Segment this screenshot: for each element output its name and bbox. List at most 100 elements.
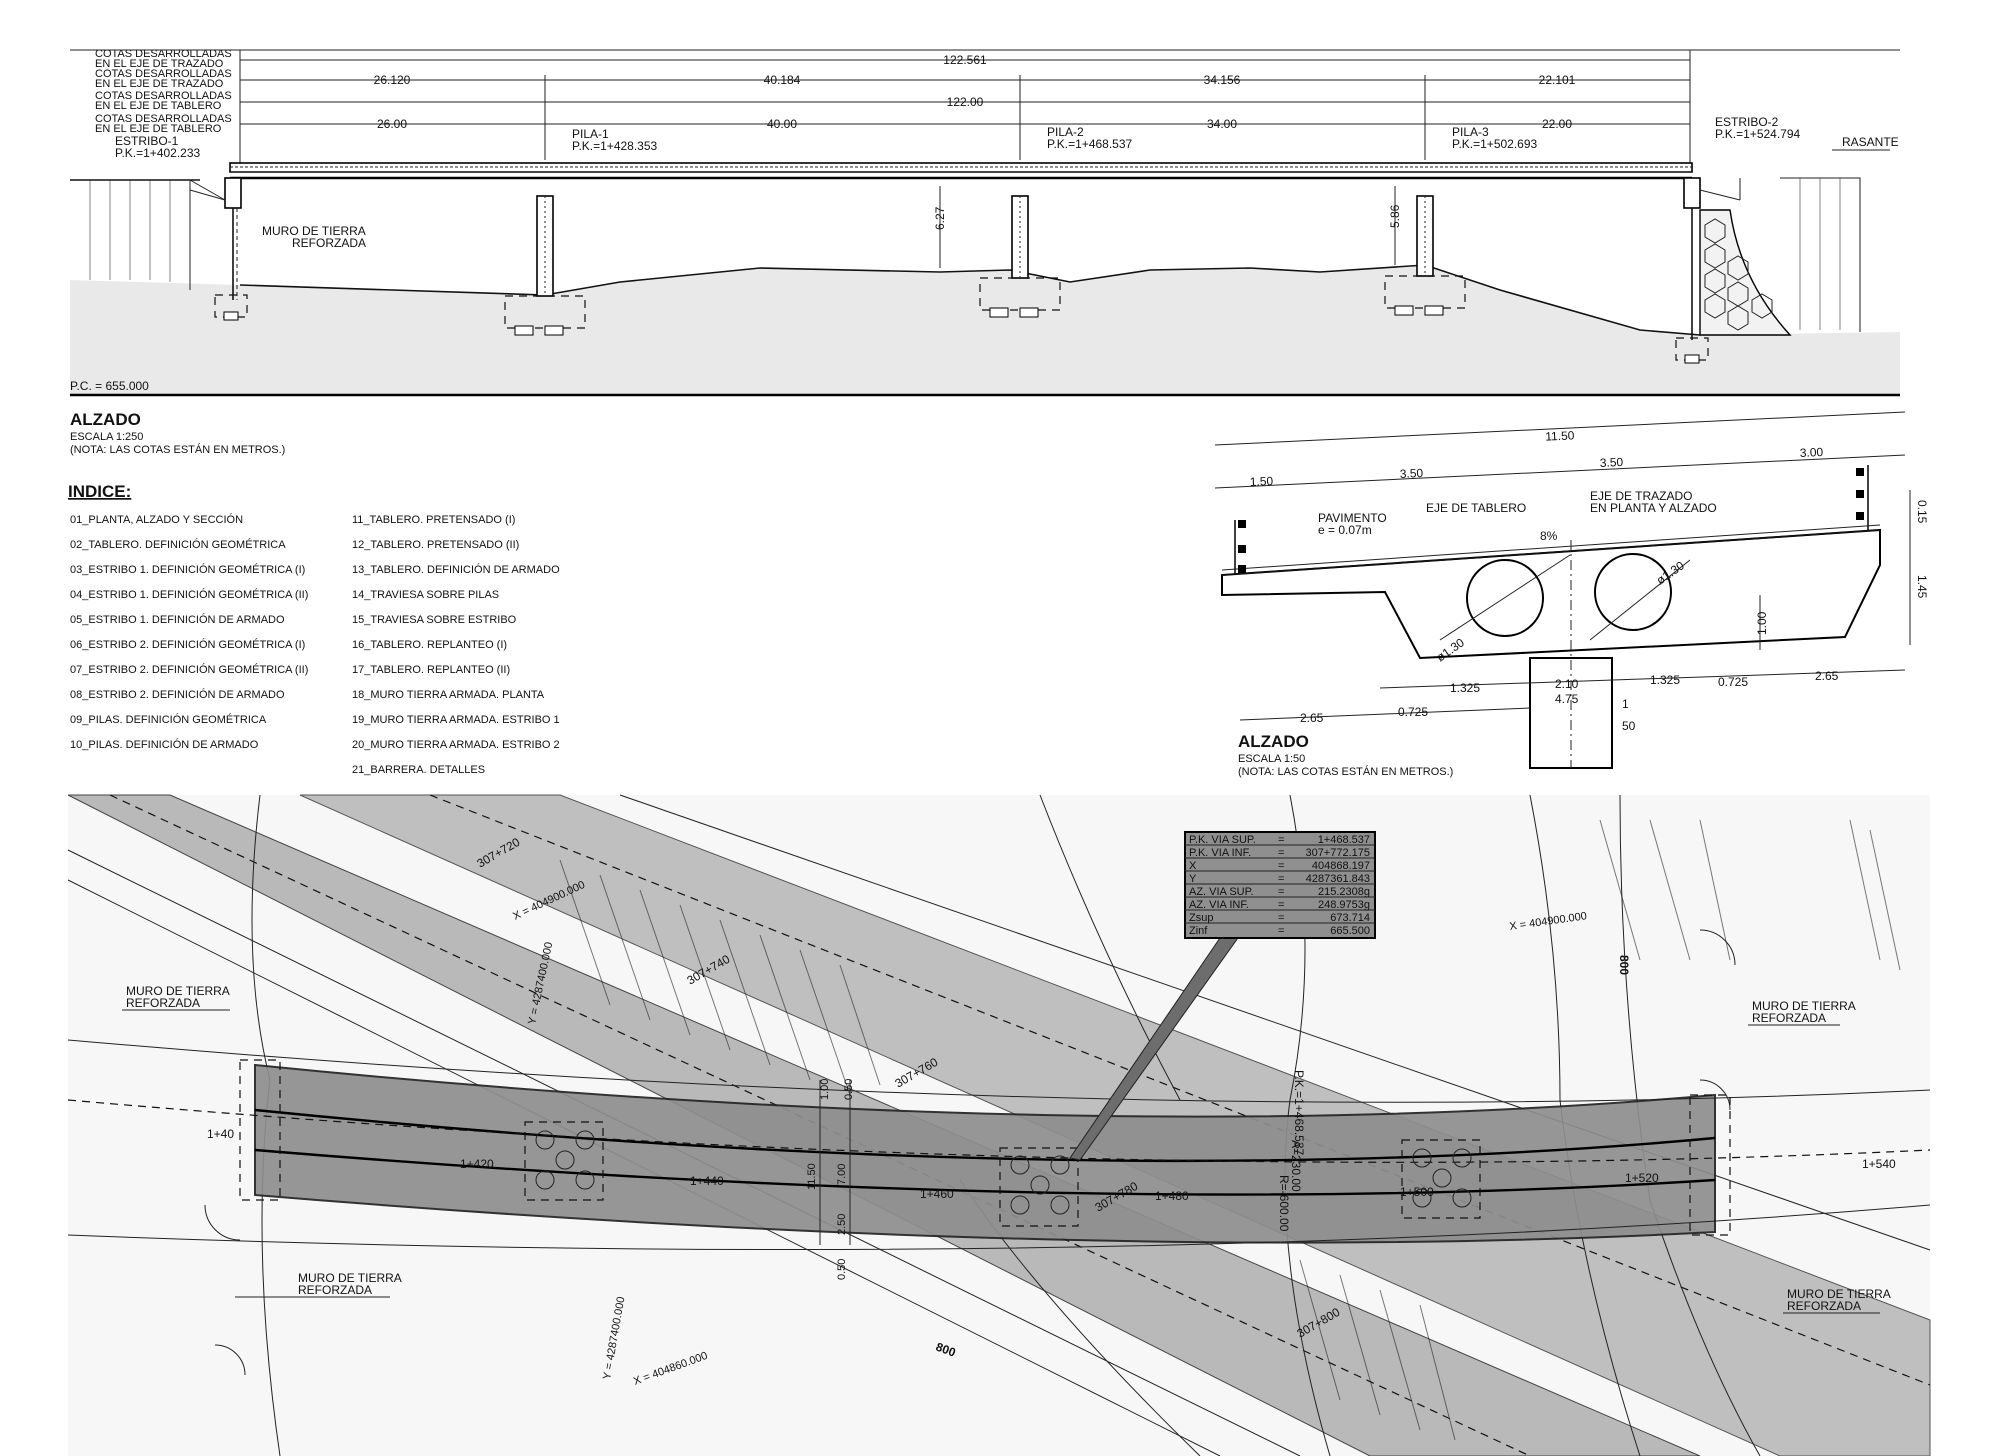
section-bottom-dim: 1.325 — [1450, 681, 1480, 695]
dim-label-line: EN EL EJE DE TRAZADO — [95, 58, 224, 70]
slope-hatch — [559, 819, 1901, 1441]
dim-span-trazado: 34.156 — [1204, 73, 1241, 87]
dim-label-line: COTAS DESARROLLADAS — [95, 68, 232, 80]
slope-label: 8% — [1540, 529, 1558, 543]
deck-station: 1+440 — [690, 1174, 724, 1188]
info-key: AZ. VIA SUP. — [1189, 886, 1254, 898]
pile-dim: 50 — [1622, 719, 1636, 733]
support-name: ESTRIBO-1 — [115, 134, 179, 148]
deck-station: 1+420 — [460, 1157, 494, 1171]
elevation-view: COTAS DESARROLLADAS EN EL EJE DE TRAZADO… — [70, 48, 1900, 456]
info-key: Zinf — [1189, 925, 1208, 937]
info-value: 1+468.537 — [1318, 834, 1370, 846]
section-dim-part: 3.50 — [1399, 466, 1423, 481]
index-item: 16_TABLERO. REPLANTEO (I) — [352, 639, 507, 651]
support-pk: P.K.=1+524.794 — [1715, 127, 1801, 141]
dim-line — [1214, 411, 1906, 446]
support-pk: P.K.=1+428.353 — [572, 139, 658, 153]
index-item: 21_BARRERA. DETALLES — [352, 764, 485, 776]
index-item: 13_TABLERO. DEFINICIÓN DE ARMADO — [352, 563, 560, 576]
deck-centerline — [67, 1099, 1931, 1163]
section-bottom-dim: 1.325 — [1650, 673, 1680, 687]
section-bottom-dim: 2.65 — [1815, 669, 1839, 683]
support-pk: P.K.=1+468.537 — [1047, 137, 1133, 151]
info-key: X — [1189, 860, 1197, 872]
section-dim-total: 11.50 — [1545, 428, 1575, 443]
dim-label-line: COTAS DESARROLLADAS — [95, 90, 232, 102]
dim-total-trazado: 122.561 — [943, 53, 987, 67]
info-key: P.K. VIA INF. — [1189, 847, 1251, 859]
info-key: Zsup — [1189, 912, 1213, 924]
section-dim-part: 3.50 — [1599, 455, 1623, 470]
reference-level: P.C. = 655.000 — [70, 379, 149, 393]
plan-view: 1+40 1+420 1+440 1+460 1+480 1+500 1+520… — [67, 794, 1931, 1456]
info-value: 248.9753g — [1318, 899, 1370, 911]
info-eq: = — [1278, 860, 1284, 872]
section-bottom-dim: 2.10 — [1555, 677, 1579, 691]
info-eq: = — [1278, 873, 1284, 885]
slope-cone — [204, 1204, 241, 1241]
road-centerline — [109, 794, 1531, 1456]
dim-span-tablero: 22.00 — [1542, 117, 1572, 131]
muro-label: MURO DE TIERRA — [126, 984, 230, 998]
section-bottom-dim: 0.725 — [1398, 705, 1428, 719]
slope-cone — [214, 1344, 246, 1376]
elevation-note: (NOTA: LAS COTAS ESTÁN EN METROS.) — [70, 443, 285, 456]
info-value: 215.2308g — [1318, 886, 1370, 898]
muro-label: REFORZADA — [1787, 1299, 1861, 1313]
dim-span-trazado: 22.101 — [1539, 73, 1576, 87]
deck-edge — [67, 1204, 1931, 1251]
muro-label: MURO DE TIERRA — [1752, 999, 1856, 1013]
pavimento-thickness: e = 0.07m — [1318, 523, 1372, 537]
slope-cone — [1699, 1079, 1731, 1111]
info-value: 673.714 — [1330, 912, 1370, 924]
index-item: 08_ESTRIBO 2. DEFINICIÓN DE ARMADO — [70, 688, 285, 701]
deck-station: 1+520 — [1625, 1171, 1659, 1185]
deck-dim: 7.00 — [836, 1164, 848, 1185]
index-item: 10_PILAS. DEFINICIÓN DE ARMADO — [70, 738, 259, 751]
pier-footing-1 — [524, 1121, 604, 1201]
support-pk: P.K.=1+502.693 — [1452, 137, 1538, 151]
index-title: INDICE: — [68, 482, 131, 501]
index-item: 17_TABLERO. REPLANTEO (II) — [352, 664, 510, 676]
barrier-left — [1234, 520, 1246, 575]
radius-label: R=-600.00 — [1277, 1175, 1291, 1232]
dimension-lines: 122.561 26.120 40.184 34.156 22.101 122.… — [239, 50, 1691, 170]
section-bottom-dim: 2.65 — [1300, 711, 1324, 725]
dim-span-trazado: 40.184 — [764, 73, 801, 87]
dim-label-line: EN EL EJE DE TRAZADO — [95, 78, 224, 90]
pier-1 — [504, 195, 586, 336]
rasante-label: RASANTE — [1842, 135, 1899, 149]
deck-dim: 1.00 — [819, 1079, 831, 1100]
info-value: 4287361.843 — [1306, 873, 1370, 885]
pavement-line — [1221, 529, 1881, 576]
barrier-right — [1856, 465, 1869, 530]
dim-total-tablero: 122.00 — [947, 95, 984, 109]
index-item: 09_PILAS. DEFINICIÓN GEOMÉTRICA — [70, 713, 267, 726]
section-dim-part: 1.50 — [1249, 474, 1273, 489]
dim-span-tablero: 40.00 — [767, 117, 797, 131]
muro-label: REFORZADA — [126, 996, 200, 1010]
eje-tablero-label: EJE DE TABLERO — [1426, 501, 1526, 515]
index-item: 04_ESTRIBO 1. DEFINICIÓN GEOMÉTRICA (II) — [70, 588, 308, 601]
elevation-title: ALZADO — [70, 410, 141, 429]
info-eq: = — [1278, 925, 1284, 937]
bridge-deck — [229, 162, 1693, 180]
muro-label: MURO DE TIERRA — [262, 224, 366, 238]
muro-label: MURO DE TIERRA — [298, 1271, 402, 1285]
section-right-dim: 0.15 — [1915, 500, 1929, 524]
height-dim: 5.86 — [1388, 204, 1402, 228]
road-centerline — [429, 794, 1931, 1386]
index-item: 14_TRAVIESA SOBRE PILAS — [352, 589, 499, 601]
terrain-profile — [239, 264, 1701, 336]
section-bottom-mid: 4.75 — [1555, 692, 1579, 706]
index-item: 06_ESTRIBO 2. DEFINICIÓN GEOMÉTRICA (I) — [70, 638, 305, 651]
deck-line — [254, 1148, 1716, 1196]
index-item: 15_TRAVIESA SOBRE ESTRIBO — [352, 614, 517, 626]
cross-section-view: 11.50 1.50 3.50 3.50 3.00 ø1.30 ø1.30 — [1214, 411, 1929, 778]
deck-dim: 2.50 — [836, 1214, 848, 1235]
muro-label: REFORZADA — [1752, 1011, 1826, 1025]
info-value: 404868.197 — [1312, 860, 1370, 872]
height-dim: 6.27 — [933, 206, 947, 230]
pier-footing-3 — [1401, 1139, 1481, 1219]
